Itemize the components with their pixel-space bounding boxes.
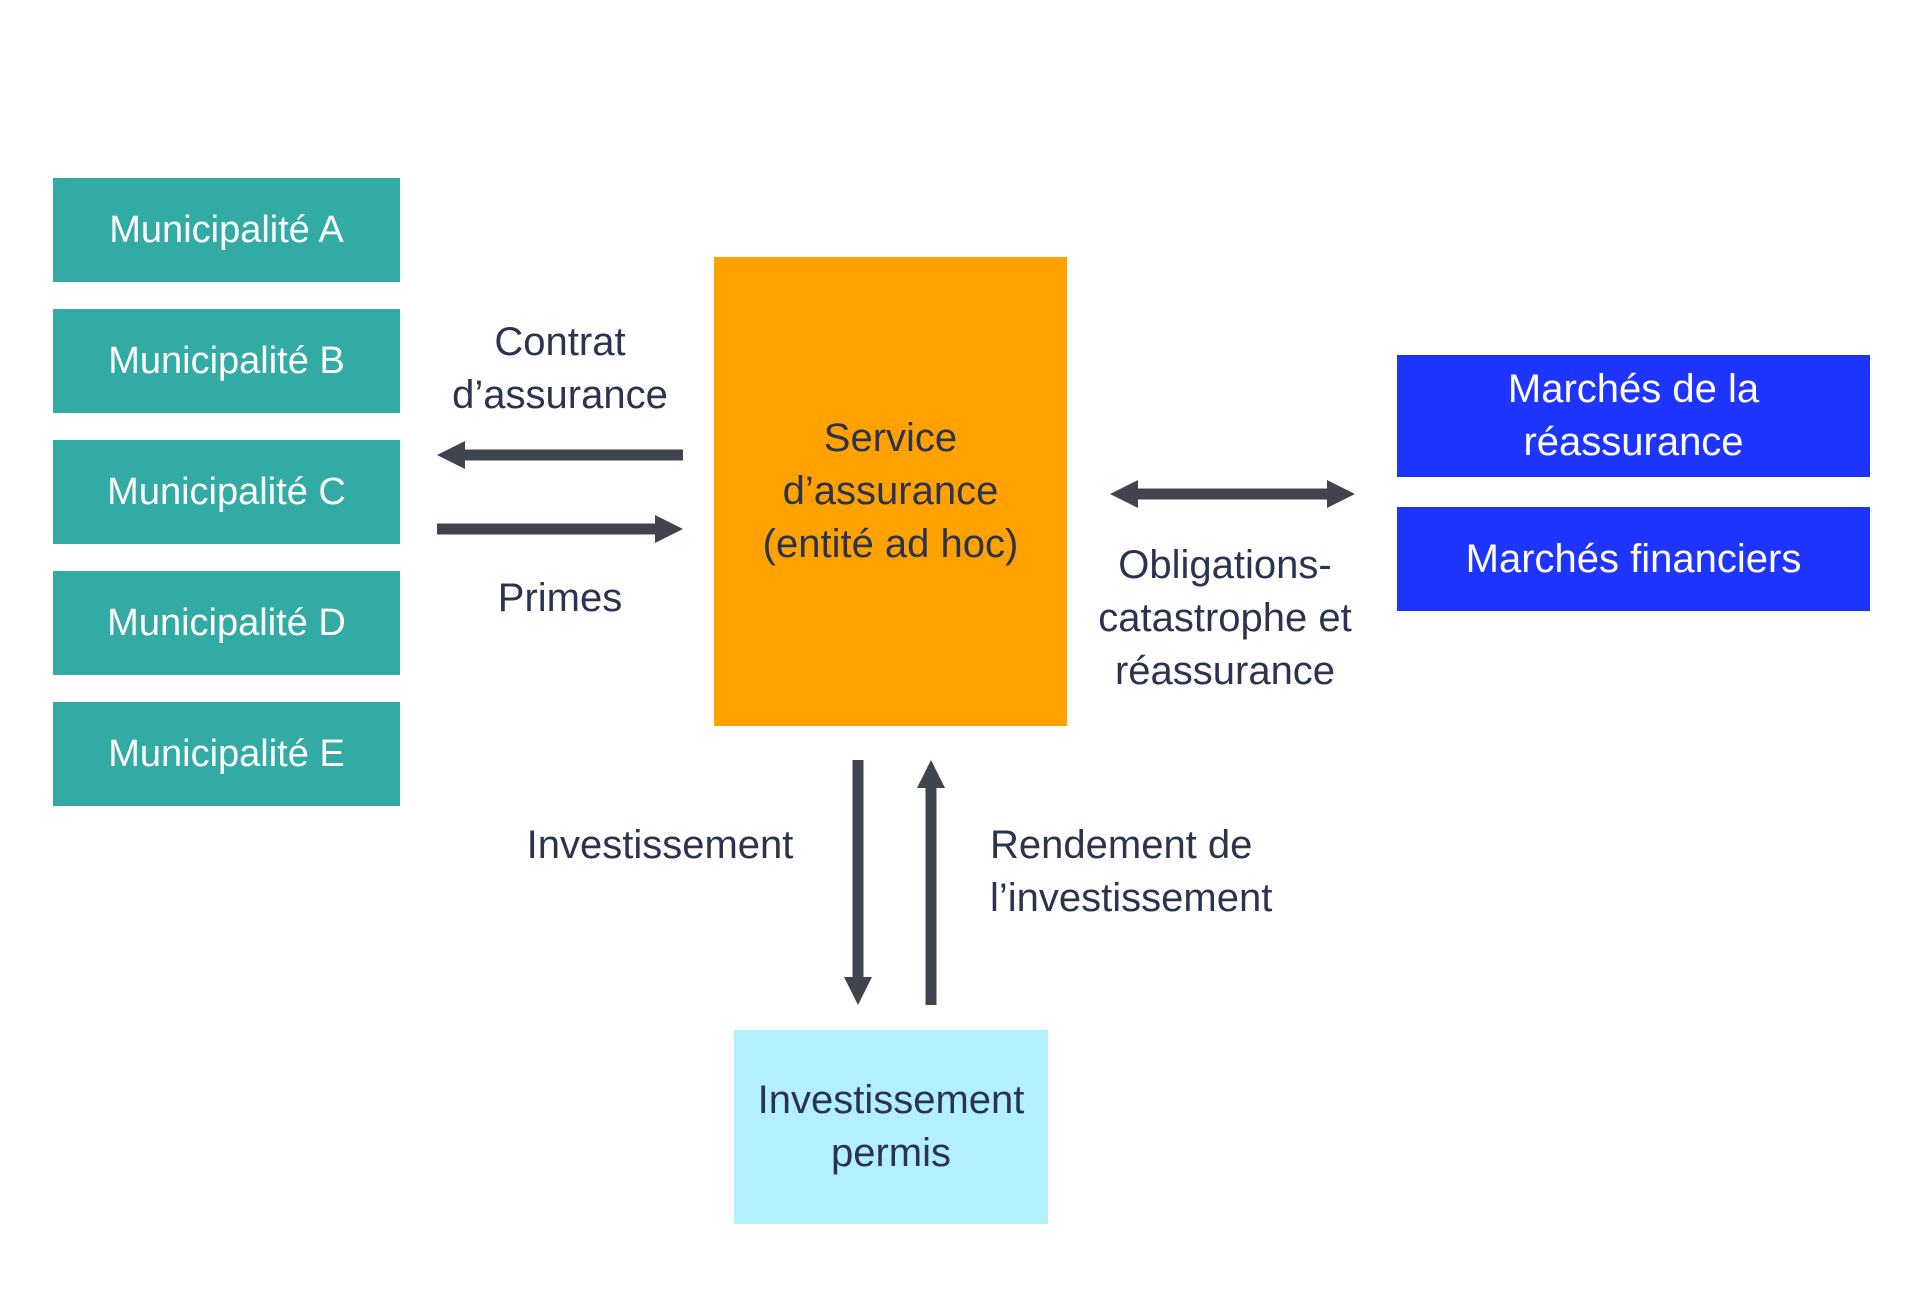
municipality-b-label: Municipalité B (108, 339, 345, 382)
premiums-flow-label: Primes (497, 576, 623, 620)
bonds-reinsurance-flow-label: Obligations- catastrophe et réassurance (1098, 543, 1352, 693)
municipality-b-box: Municipalité B (53, 309, 400, 413)
investment-return-flow-label: Rendement de l’investissement (990, 823, 1273, 920)
permitted-investment-box: Investissement permis (734, 1030, 1048, 1224)
investment-flow-label: Investissement (526, 823, 794, 867)
permitted-investment-label: Investissement permis (757, 1078, 1025, 1175)
municipality-c-box: Municipalité C (53, 440, 400, 544)
municipality-a-label: Municipalité A (109, 208, 344, 251)
investment-arrow (844, 760, 872, 1005)
municipality-c-label: Municipalité C (107, 470, 346, 513)
insurance-service-box: Service d’assurance (entité ad hoc) (714, 257, 1067, 726)
municipality-d-box: Municipalité D (53, 571, 400, 675)
contract-arrow (437, 441, 683, 469)
reinsurance-markets-label: Marchés de la réassurance (1507, 367, 1760, 464)
reinsurance-markets-box: Marchés de la réassurance (1397, 355, 1870, 477)
financial-markets-box: Marchés financiers (1397, 507, 1870, 611)
municipality-e-label: Municipalité E (108, 732, 345, 775)
insurance-service-label: Service d’assurance (entité ad hoc) (762, 416, 1019, 566)
return-arrow (917, 760, 945, 1005)
financial-markets-label: Marchés financiers (1465, 536, 1802, 581)
municipality-d-label: Municipalité D (107, 601, 346, 644)
municipality-e-box: Municipalité E (53, 702, 400, 806)
contract-flow-label: Contrat d’assurance (452, 320, 668, 417)
municipality-a-box: Municipalité A (53, 178, 400, 282)
bonds-double-arrow (1110, 480, 1355, 508)
premiums-arrow (437, 515, 683, 543)
